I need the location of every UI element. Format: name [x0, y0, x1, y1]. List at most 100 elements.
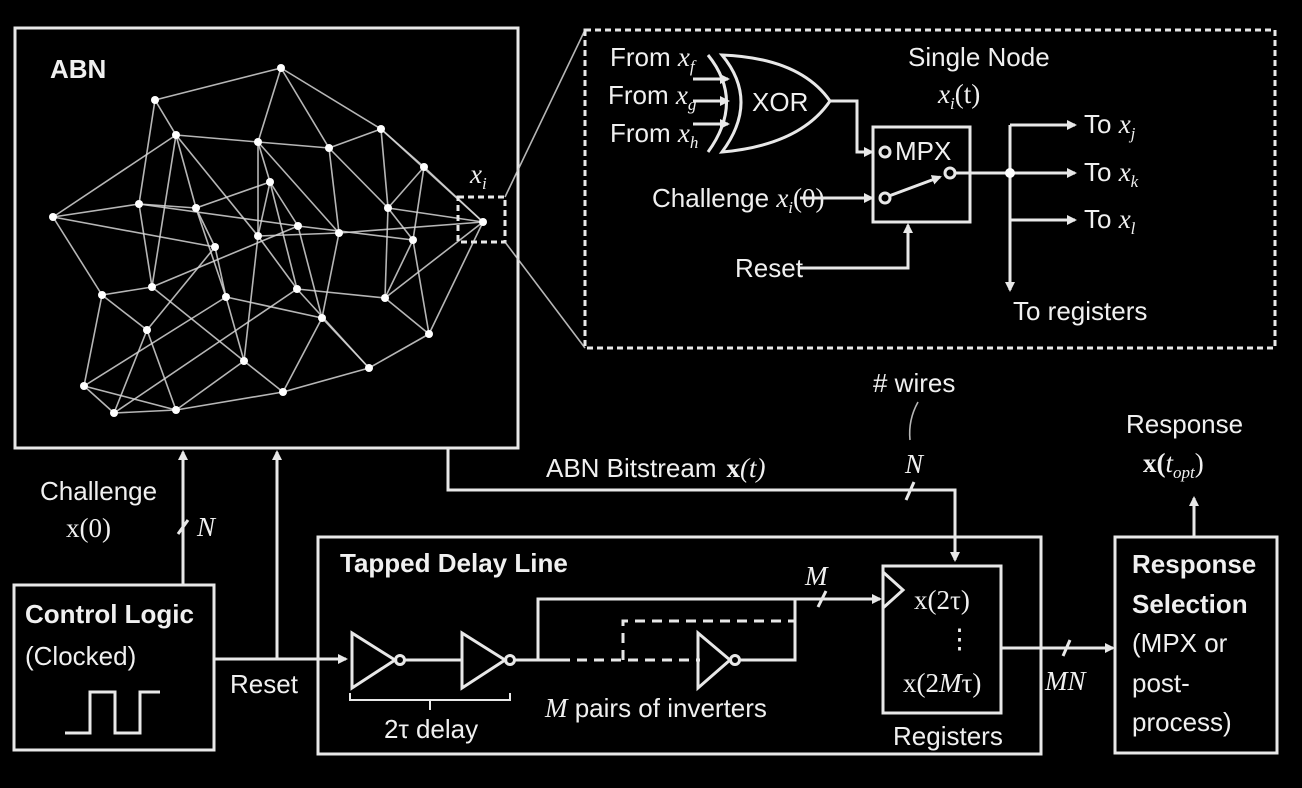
network-edge	[257, 67, 282, 143]
network-edge	[243, 360, 284, 393]
network-node	[222, 293, 230, 301]
registers-bus-width: MN	[1044, 666, 1087, 696]
response-selection-line-2: Selection	[1132, 589, 1248, 619]
network-edge	[195, 207, 216, 248]
abn-panel: ABN xi	[13, 26, 520, 450]
taps-bus-slash	[816, 590, 828, 608]
network-node	[143, 326, 151, 334]
input-label-f: From xf	[610, 42, 697, 76]
network-node	[377, 125, 385, 133]
network-edge	[321, 317, 370, 369]
network-edge	[175, 391, 284, 411]
single-node-title: Single Node	[908, 42, 1050, 72]
network-edge	[52, 216, 216, 248]
network-edge	[83, 385, 177, 411]
abn-box	[13, 26, 520, 450]
challenge-bus-width: N	[196, 512, 217, 542]
network-edge	[380, 128, 484, 223]
network-edge	[384, 297, 430, 335]
network-edge	[195, 181, 271, 209]
node-outputs: To xj To xk To xl To registers	[955, 109, 1147, 326]
network-edge	[175, 134, 259, 143]
network-edge	[387, 207, 414, 241]
input-label-g: From xg	[608, 80, 696, 114]
network-edge	[280, 67, 382, 130]
node-xi-label: xi	[469, 159, 487, 193]
network-edge	[328, 147, 389, 209]
network-edge	[387, 207, 484, 223]
network-edge	[146, 246, 216, 331]
network-edge	[280, 67, 330, 149]
network-edge	[428, 221, 484, 335]
inverter-icon	[350, 630, 406, 691]
network-edge	[257, 232, 340, 237]
node-xi-highlight	[456, 195, 507, 244]
network-edge	[138, 203, 153, 288]
network-node	[425, 330, 433, 338]
network-edge	[257, 181, 271, 237]
network-node	[172, 131, 180, 139]
network-edge	[214, 246, 227, 298]
callout-line-bottom	[504, 241, 586, 349]
network-edge	[328, 147, 340, 234]
register-last: x(2Mτ)	[903, 668, 981, 698]
network-node	[80, 382, 88, 390]
register-first: x(2τ)	[914, 585, 970, 615]
network-node	[240, 357, 248, 365]
inverter-icon	[696, 629, 741, 692]
node-reset-label: Reset	[735, 253, 804, 283]
bitstream-bus-slash	[904, 481, 916, 501]
network-node	[266, 178, 274, 186]
network-node	[279, 388, 287, 396]
bitstream-wire	[446, 448, 960, 562]
network-edge	[52, 203, 140, 218]
response-selection-line-4: post-	[1132, 668, 1190, 698]
network-edge	[328, 128, 382, 149]
network-edge	[282, 367, 370, 393]
network-edge	[151, 134, 177, 288]
network-edge	[257, 141, 340, 234]
network-edge	[384, 207, 389, 299]
network-edge	[368, 333, 430, 369]
network-edge	[83, 294, 103, 387]
challenge-math: x(0)	[66, 513, 111, 543]
network-edge	[113, 409, 177, 414]
network-node	[420, 163, 428, 171]
network-edge	[154, 67, 282, 101]
network-edge	[225, 296, 323, 319]
input-label-h: From xh	[610, 118, 698, 152]
node-reset-wire	[800, 223, 913, 270]
to-registers-label: To registers	[1013, 296, 1147, 326]
xor-inputs: From xf From xg From xh	[608, 42, 730, 152]
output-label-j: To xj	[1084, 109, 1136, 143]
network-edge	[138, 203, 299, 227]
network-edge	[101, 294, 148, 331]
abn-title: ABN	[50, 54, 106, 84]
registers-label: Registers	[893, 721, 1003, 751]
abn-network	[49, 64, 487, 417]
network-node	[49, 213, 57, 221]
delay-line-block: Tapped Delay Line M 2τ delay M pairs of …	[316, 535, 1043, 756]
network-edge	[296, 288, 386, 299]
network-node	[254, 232, 262, 240]
xor-to-mpx-wire	[830, 99, 874, 157]
network-edge	[282, 317, 323, 393]
network-edge	[113, 288, 298, 414]
challenge-bus-slash	[176, 519, 190, 535]
network-node	[335, 229, 343, 237]
network-node	[365, 364, 373, 372]
control-logic-title: Control Logic	[25, 599, 194, 629]
pairs-label: M pairs of inverters	[544, 693, 767, 723]
bitstream-bus-width: N	[904, 449, 925, 479]
response-selection-block: Response Selection (MPX or post- process…	[1113, 535, 1279, 755]
network-edge	[380, 128, 389, 209]
network-node	[277, 64, 285, 72]
network-edge	[338, 221, 484, 234]
network-edge	[297, 225, 414, 241]
output-label-l: To xl	[1084, 204, 1136, 238]
network-edge	[297, 225, 323, 319]
network-node	[318, 314, 326, 322]
mpx-label: MPX	[895, 136, 951, 166]
